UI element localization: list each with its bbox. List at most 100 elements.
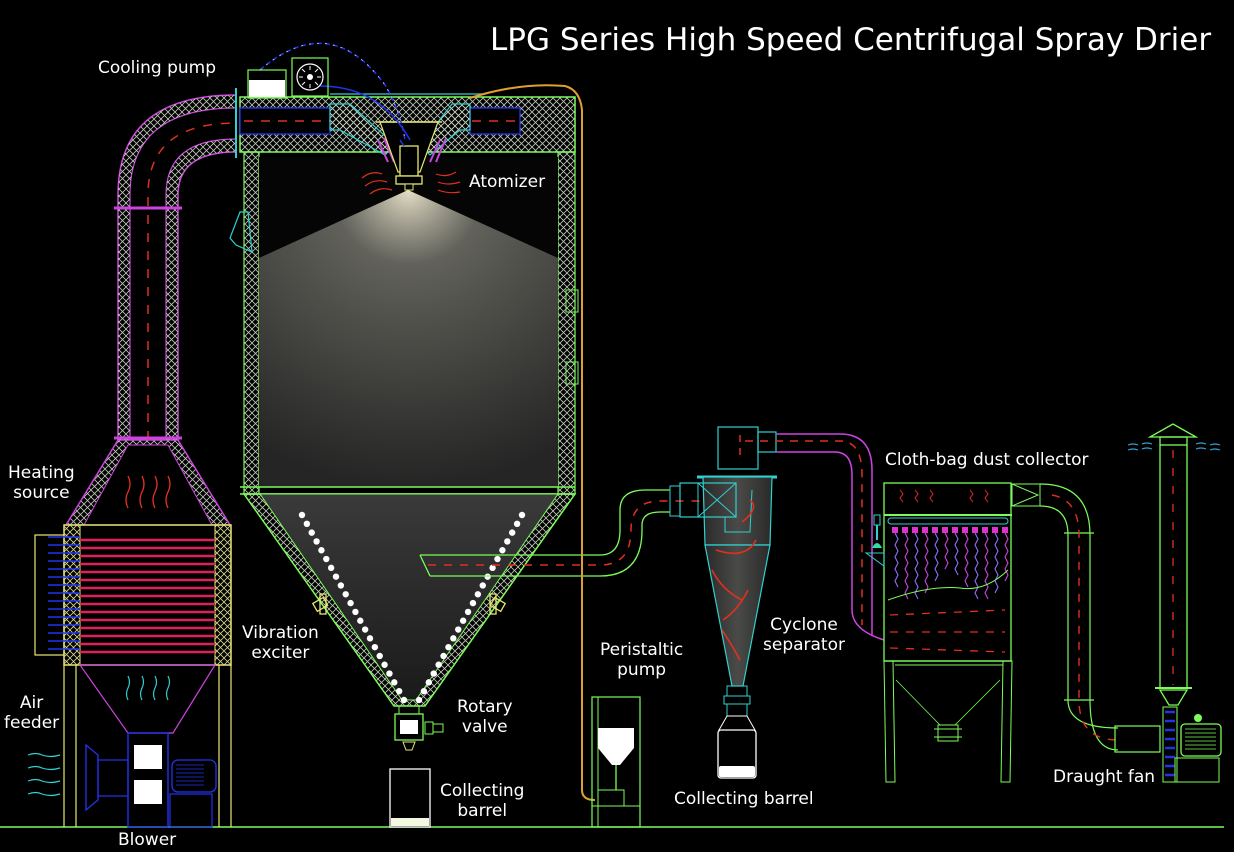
label-vibration-exciter-line1: Vibration [242,623,319,643]
bag-cap [932,527,938,533]
label-vibration-exciter-line2: exciter [251,643,310,663]
blower-unit [85,732,217,828]
particle [327,564,335,572]
particle [357,617,364,624]
particle [459,617,467,624]
label-heating-source-line2: source [13,483,70,503]
particle [464,608,472,616]
particle [420,687,428,695]
filter-bag [954,532,959,576]
particle [513,520,521,528]
bag-cap [952,527,958,533]
label-collecting-barrel-main: Collecting barrel [440,781,524,821]
label-draught-fan: Draught fan [1053,767,1156,787]
particle [361,626,369,633]
particle [337,582,345,589]
filter-bag [984,532,989,600]
particle [499,547,506,554]
hot-air-duct [114,88,237,440]
filter-bag [934,532,939,582]
bag-cap [942,527,948,533]
particle [366,635,374,642]
particle [371,643,379,651]
label-cyclone-separator-line1: Cyclone [770,615,838,635]
vibration-exciter-left [311,593,329,615]
cooling-lines [259,42,411,147]
label-heating-source: Heating source [8,463,75,503]
label-peristaltic-pump-line1: Peristaltic [600,640,684,660]
vibration-exciter-right [489,593,507,615]
exhaust-chimney [1147,423,1199,706]
feed-line [469,84,596,801]
particle [430,670,437,677]
label-atomizer: Atomizer [469,172,546,192]
particle [504,538,511,545]
bag-cap [912,527,918,533]
label-air-feeder: Air feeder [4,693,59,733]
bag-cap [922,527,928,533]
particle [332,573,340,580]
label-collecting-barrel-main-line1: Collecting [440,781,525,801]
particle [455,626,462,633]
particle [313,538,320,545]
particle [303,520,311,528]
particle [342,591,349,598]
drying-chamber [229,93,579,707]
particle [518,511,526,519]
particle [484,573,491,580]
particle [415,696,423,704]
particle [318,547,325,554]
label-collecting-barrel-main-line2: barrel [457,801,508,821]
particle [479,582,486,589]
particle [347,599,354,607]
label-vibration-exciter: Vibration exciter [242,623,319,663]
atomizer-body [376,121,442,191]
label-cyclone-separator-line2: separator [763,635,845,655]
collecting-barrel-main [389,768,431,828]
particle [400,696,408,704]
label-heating-source-line1: Heating [8,463,75,483]
filter-bag [994,532,999,594]
bag-cap [892,527,898,533]
peristaltic-pump [591,696,641,828]
filter-bag [974,532,979,600]
cyclone-exit-duct [745,433,885,641]
exhaust-waves [1127,442,1221,451]
cooling-pump [247,57,329,99]
label-cooling-pump: Cooling pump [98,58,217,78]
label-blower: Blower [118,830,177,850]
label-air-feeder-line1: Air [19,693,44,713]
particle [381,661,388,668]
particle [440,652,447,660]
bag-cap [962,527,968,533]
particle [391,679,398,686]
rotary-valve [394,705,444,751]
bag-cap [902,527,908,533]
bag-cap [992,527,998,533]
label-cyclone-separator: Cyclone separator [763,615,845,655]
particle [376,652,383,660]
filter-bag [924,532,929,594]
filter-bag [944,532,949,570]
particle [395,687,403,695]
filter-bag [894,532,899,588]
exhaust-duct [1039,483,1161,753]
bag-cap [1002,527,1008,533]
heating-source-unit [34,439,232,827]
particle [425,679,433,686]
particle [474,591,482,598]
draught-fan [1162,706,1222,783]
label-rotary-valve-line1: Rotary [457,697,513,717]
particle [308,529,315,536]
diagram-title: LPG Series High Speed Centrifugal Spray … [490,22,1212,58]
particle [450,635,457,642]
particle [352,608,359,616]
filter-bag [904,532,909,600]
particle [469,599,477,607]
label-rotary-valve: Rotary valve [457,697,513,737]
particle [489,564,496,572]
label-peristaltic-pump-line2: pump [617,660,667,680]
filter-bag [1004,532,1009,582]
cloth-bag-dust-collector [864,482,1041,783]
